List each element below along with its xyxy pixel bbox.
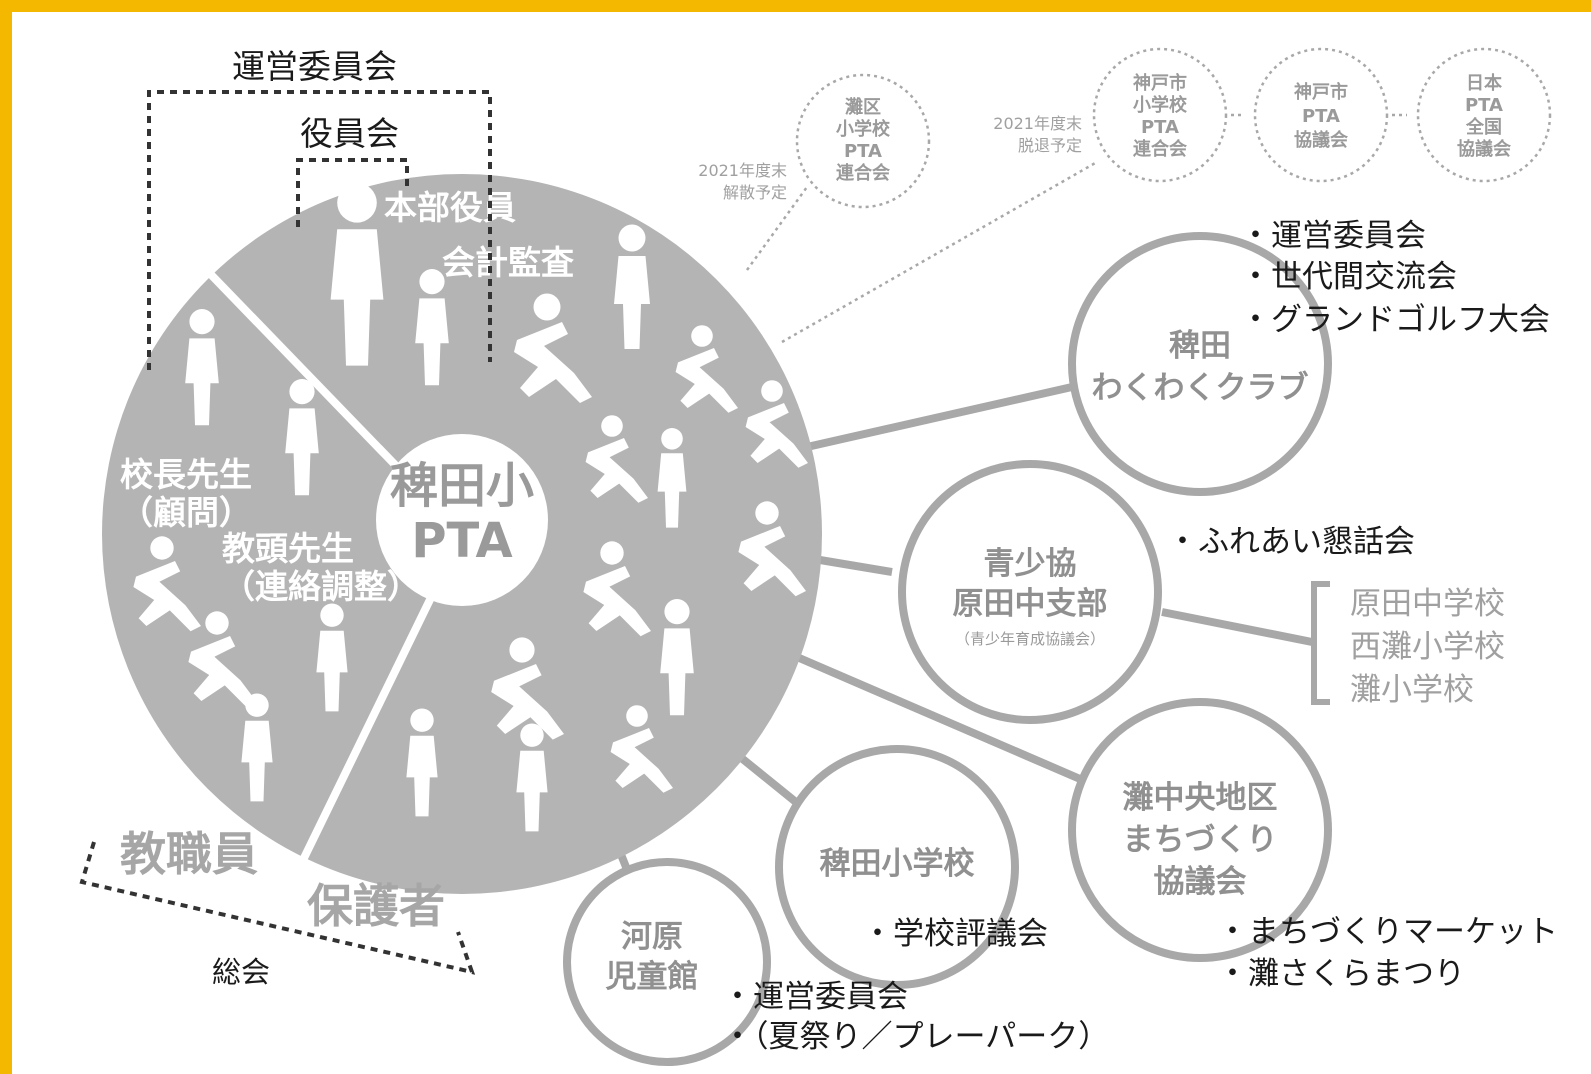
kids-item-1: ・運営委員会 bbox=[722, 979, 908, 1015]
nada-ward-line-3: PTA bbox=[844, 141, 882, 162]
kobe-elem-note-2: 脱退予定 bbox=[1018, 136, 1082, 155]
nada-ward-line-4: 連合会 bbox=[836, 162, 890, 184]
schools-bracket bbox=[1311, 581, 1330, 705]
youth-subtitle: （青少年育成協議会） bbox=[955, 630, 1105, 648]
line-to-school bbox=[731, 748, 805, 811]
youth-circle bbox=[898, 460, 1162, 724]
kids-title-1: 河原 bbox=[621, 919, 683, 955]
machi-title-2: まちづくり bbox=[1123, 822, 1278, 858]
japan-pta-line-1: 日本 bbox=[1466, 72, 1502, 94]
officers-meeting-label: 役員会 bbox=[300, 114, 399, 153]
brackets bbox=[79, 90, 492, 975]
external-orgs bbox=[795, 47, 1552, 209]
nada-ward-pta-circle bbox=[795, 73, 931, 209]
kobe-council-line-1: 神戸市 bbox=[1294, 81, 1348, 103]
org-titles: 稗田 わくわくクラブ 青少協 原田中支部 （青少年育成協議会） 灘中央地区 まち… bbox=[606, 328, 1309, 995]
kobe-elementary-pta-circle bbox=[1092, 47, 1228, 183]
nada-ward-note-2: 解散予定 bbox=[723, 183, 787, 202]
youth-title-1: 青少協 bbox=[984, 546, 1077, 582]
kobe-elem-line-2: 小学校 bbox=[1133, 94, 1188, 116]
principal-role-label: （顧問） bbox=[120, 493, 252, 532]
pta-pie: 稗田小 PTA 本部役員 会計監査 校長 bbox=[102, 174, 822, 894]
school-circle bbox=[775, 745, 1019, 989]
nada-ward-note-1: 2021年度末 bbox=[698, 161, 787, 180]
diagram-canvas: 稗田小 PTA 本部役員 会計監査 校長 bbox=[79, 47, 1558, 1066]
school-title: 稗田小学校 bbox=[820, 846, 975, 882]
line-to-schools bbox=[1161, 608, 1313, 646]
youth-item-1: ・ふれあい懇話会 bbox=[1167, 524, 1415, 560]
machi-title-3: 協議会 bbox=[1154, 864, 1247, 900]
club-item-2: ・世代間交流会 bbox=[1240, 259, 1457, 295]
club-item-1: ・運営委員会 bbox=[1240, 218, 1426, 254]
machi-item-1: ・まちづくりマーケット bbox=[1217, 914, 1558, 950]
kobe-pta-council-circle bbox=[1253, 47, 1389, 183]
machi-item-2: ・灘さくらまつり bbox=[1217, 956, 1465, 992]
nada-ward-line-1: 灘区 bbox=[845, 96, 881, 118]
connector-lines bbox=[608, 383, 1313, 884]
kids-circle bbox=[563, 858, 771, 1066]
school-list-item-1: 原田中学校 bbox=[1350, 586, 1505, 622]
japan-pta-circle bbox=[1416, 47, 1552, 183]
youth-title-2: 原田中支部 bbox=[953, 586, 1108, 622]
machi-circle bbox=[1068, 698, 1332, 962]
parents-label: 保護者 bbox=[307, 879, 445, 933]
school-list-item-3: 灘小学校 bbox=[1350, 672, 1474, 708]
club-title-1: 稗田 bbox=[1169, 328, 1231, 364]
auditor-label: 会計監査 bbox=[442, 243, 574, 282]
line-to-youth bbox=[819, 556, 893, 576]
officers-label: 本部役員 bbox=[384, 188, 516, 227]
pie-center-line-1: 稗田小 bbox=[390, 458, 534, 514]
kobe-council-line-3: 協議会 bbox=[1294, 129, 1348, 151]
kids-title-2: 児童館 bbox=[606, 959, 699, 995]
committee-bracket bbox=[147, 90, 492, 370]
general-assembly-label: 総会 bbox=[212, 955, 270, 989]
kobe-elem-line-4: 連合会 bbox=[1133, 138, 1187, 160]
japan-pta-line-3: 全国 bbox=[1465, 116, 1502, 138]
club-item-3: ・グランドゴルフ大会 bbox=[1240, 302, 1550, 338]
kobe-elem-line-1: 神戸市 bbox=[1133, 72, 1187, 94]
line-to-machi bbox=[795, 653, 1089, 786]
principal-label: 校長先生 bbox=[120, 455, 252, 494]
external-connectors bbox=[745, 113, 1407, 344]
school-item-1: ・学校評議会 bbox=[862, 916, 1048, 952]
club-circle bbox=[1068, 232, 1332, 496]
org-circles bbox=[563, 232, 1332, 1066]
kids-item-2: ・（夏祭り／プレーパーク） bbox=[722, 1019, 1109, 1055]
pie-center-line-2: PTA bbox=[411, 513, 512, 569]
staff-label: 教職員 bbox=[120, 827, 258, 881]
pie-center-circle bbox=[376, 434, 548, 606]
kobe-council-line-2: PTA bbox=[1302, 106, 1340, 127]
vice-principal-role-label: （連絡調整） bbox=[222, 567, 420, 606]
officers-bracket bbox=[296, 158, 409, 227]
club-title-2: わくわくクラブ bbox=[1092, 370, 1309, 406]
vice-principal-label: 教頭先生 bbox=[222, 529, 354, 568]
external-labels: 灘区 小学校 PTA 連合会 神戸市 小学校 PTA 連合会 神戸市 PTA 協… bbox=[836, 72, 1511, 184]
committee-label: 運営委員会 bbox=[232, 47, 397, 86]
japan-pta-line-2: PTA bbox=[1465, 95, 1503, 116]
japan-pta-line-4: 協議会 bbox=[1457, 138, 1511, 160]
machi-title-1: 灘中央地区 bbox=[1123, 780, 1278, 816]
kobe-elem-note-1: 2021年度末 bbox=[993, 114, 1082, 133]
kobe-elem-line-3: PTA bbox=[1141, 117, 1179, 138]
line-to-club bbox=[806, 383, 1073, 451]
pta-organization-diagram: 稗田小 PTA 本部役員 会計監査 校長 bbox=[12, 12, 1591, 1074]
nada-ward-line-2: 小学校 bbox=[836, 118, 891, 140]
school-list-item-2: 西灘小学校 bbox=[1350, 629, 1505, 665]
